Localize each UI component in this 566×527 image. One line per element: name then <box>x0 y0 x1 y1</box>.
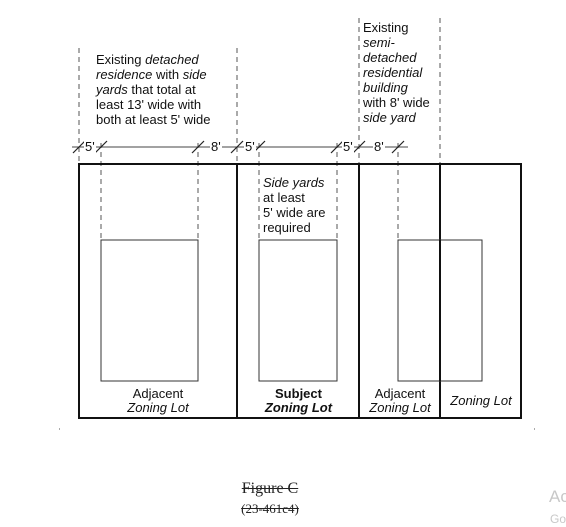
annotation-semi-detached-building: Existing semi- detached residential buil… <box>363 20 432 125</box>
dimension-label: 8' <box>210 139 222 154</box>
lot-label-adjacent-left: Adjacent Zoning Lot <box>127 386 189 415</box>
annotation-side-yards-required: Side yards at least 5' wide are required <box>263 175 328 235</box>
lot-label-adjacent-right: Adjacent Zoning Lot <box>369 386 431 415</box>
dimension-label: 5' <box>244 139 256 154</box>
dimension-label: 5' <box>84 139 96 154</box>
lots-outline <box>78 163 522 419</box>
building-subject <box>258 239 338 382</box>
lot-label-far-right: Zoning Lot <box>450 393 512 408</box>
cutoff-text: Go <box>550 512 566 526</box>
lot-label-subject: Subject Zoning Lot <box>264 386 333 415</box>
dimension-label: 5' <box>342 139 354 154</box>
dashed-guides <box>78 18 441 240</box>
cutoff-text: Ac <box>549 487 566 506</box>
building-detached-residence <box>100 239 199 382</box>
figure-title: Figure C <box>241 480 299 497</box>
figure-reference: (23-461c4) <box>241 501 299 516</box>
annotation-detached-residence: Existing detached residence with side ya… <box>96 52 214 127</box>
dimension-label: 8' <box>373 139 385 154</box>
